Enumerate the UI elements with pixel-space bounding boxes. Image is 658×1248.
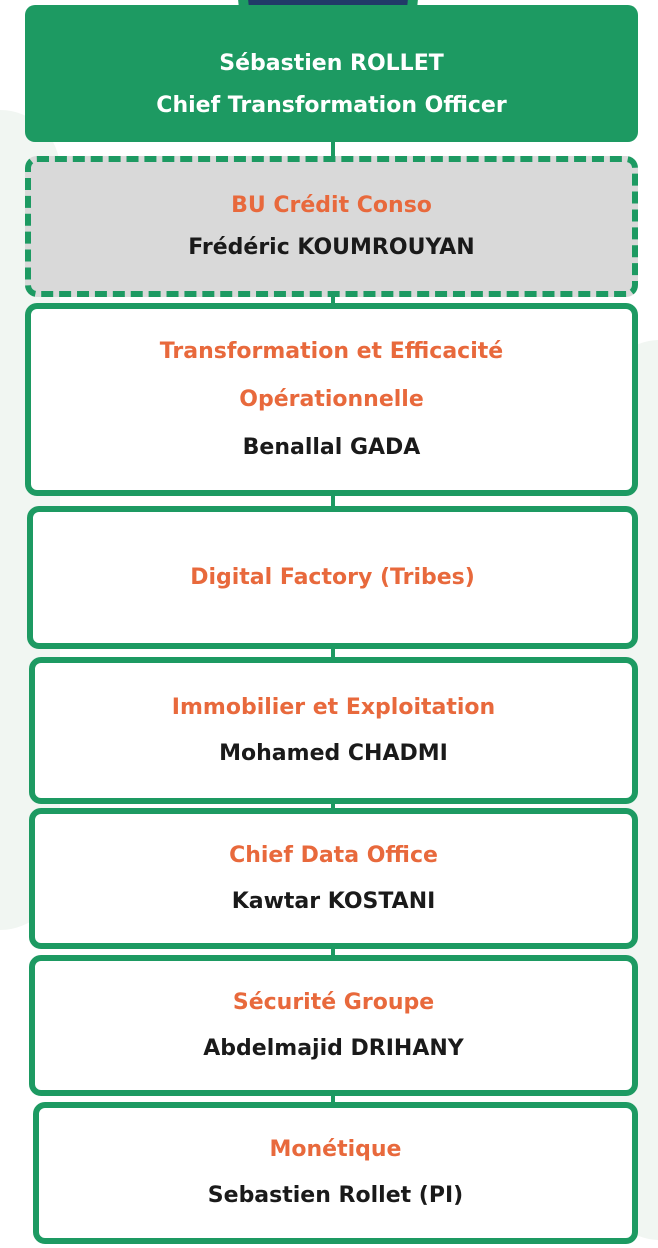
unit-person: Benallal GADA (242, 434, 421, 460)
unit-title-line-2: Opérationnelle (239, 386, 424, 412)
head-role: Chief Transformation Officer (156, 92, 507, 118)
unit-title: Chief Data Office (229, 842, 438, 868)
unit-title: BU Crédit Conso (231, 192, 432, 218)
unit-box-digital-factory: Digital Factory (Tribes) (27, 506, 638, 649)
connector-line (331, 645, 335, 661)
unit-person: Frédéric KOUMROUYAN (188, 234, 475, 260)
unit-box-immobilier: Immobilier et Exploitation Mohamed CHADM… (29, 657, 638, 804)
connector-line (331, 295, 335, 309)
connector-line (331, 492, 335, 510)
unit-person: Mohamed CHADMI (219, 740, 448, 766)
unit-box-chief-data-office: Chief Data Office Kawtar KOSTANI (29, 808, 638, 949)
unit-person: Sebastien Rollet (PI) (207, 1183, 464, 1208)
unit-title: Monétique (269, 1137, 402, 1162)
connector-line (331, 945, 335, 959)
connector-line (331, 140, 335, 160)
unit-title: Digital Factory (Tribes) (190, 564, 475, 590)
head-box: Sébastien ROLLET Chief Transformation Of… (25, 5, 638, 142)
connector-line (331, 1092, 335, 1106)
unit-title: Immobilier et Exploitation (171, 694, 496, 720)
unit-box-credit-conso: BU Crédit Conso Frédéric KOUMROUYAN (25, 156, 638, 297)
unit-title-line-1: Transformation et Efficacité (159, 338, 504, 364)
unit-title: Sécurité Groupe (232, 989, 435, 1015)
unit-box-monetique: Monétique Sebastien Rollet (PI) (33, 1102, 638, 1244)
connector-line (331, 800, 335, 812)
unit-box-securite-groupe: Sécurité Groupe Abdelmajid DRIHANY (29, 955, 638, 1096)
unit-box-transformation: Transformation et Efficacité Opérationne… (25, 303, 638, 496)
head-name: Sébastien ROLLET (219, 50, 444, 76)
unit-person: Abdelmajid DRIHANY (203, 1035, 464, 1061)
unit-person: Kawtar KOSTANI (231, 888, 436, 914)
